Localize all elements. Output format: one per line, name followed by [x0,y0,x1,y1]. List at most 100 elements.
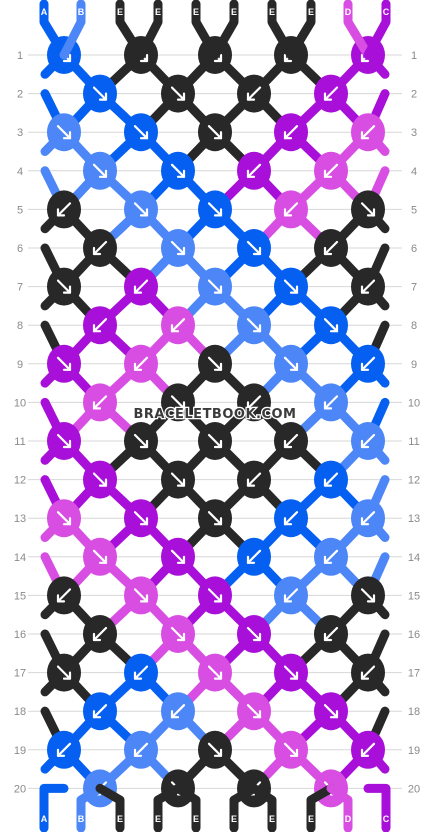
knot-grid [47,36,385,808]
arrowhead-icon [170,324,180,333]
arrowhead-icon [92,632,102,642]
arrowhead-icon [360,285,370,294]
arrow-down-right-icon [207,665,223,680]
arrow-down-left-icon [170,704,186,719]
knot [314,537,348,576]
arrowhead-icon [283,208,293,217]
knot [124,730,158,769]
knot [274,422,308,460]
knot [274,730,308,769]
string-label-top: E [155,7,161,17]
arrowhead-icon [176,555,186,564]
string-stub-top [210,0,239,60]
knot [237,306,271,345]
arrow-down-right-icon [56,511,72,526]
arrow-down-left-icon [92,704,108,719]
arrow-down-left-icon [360,742,376,757]
row-number-right: 1 [411,50,417,62]
arrow-down-right-icon [133,125,149,140]
arrow-down-right-icon [92,163,108,178]
arrowhead-icon [133,748,143,757]
arrowhead-icon [98,92,108,101]
arrowhead-icon [213,362,223,371]
knot [237,74,271,113]
arrowhead-icon [56,208,66,217]
arrow-down-right-icon [207,433,223,449]
string-stub-bottom [173,783,201,832]
arrow-down-right-icon [283,356,299,371]
arrowhead-icon [176,632,186,642]
row-number-right: 14 [408,552,420,564]
arrow-down-left-icon [92,395,108,410]
arrow-down-left-icon [56,202,72,217]
arrowhead-icon [139,517,149,526]
arrow-down-left-icon [360,665,376,680]
arrowhead-icon [213,208,223,217]
string-stub-bottom [95,783,125,832]
knot [198,422,232,460]
arrow-down-right-icon [283,742,299,757]
row-number-left: 2 [17,89,23,101]
arrow-down-right-icon [56,433,72,449]
string-stub-bottom [249,783,277,832]
knot [161,229,195,267]
arrowhead-icon [133,285,143,294]
watermark-text: BRACELETBOOK.COM [134,407,297,422]
knot [83,306,117,345]
arrow-down-left-icon [133,665,149,680]
string-stub-top [115,0,146,60]
row-number-left: 12 [14,475,26,487]
arrow-down-left-icon [323,240,339,256]
arrowhead-icon [252,246,262,256]
row-number-left: 1 [17,50,23,62]
row-number-right: 11 [408,436,419,448]
arrow-down-right-icon [207,588,223,603]
row-number-right: 15 [408,590,420,602]
arrowhead-icon [283,53,293,63]
row-number-left: 15 [14,590,26,602]
row-number-right: 6 [411,243,417,255]
arrow-down-right-icon [56,356,72,371]
string-stub-top [267,0,296,60]
arrow-down-right-icon [323,318,339,333]
arrowhead-icon [62,517,72,526]
arrowhead-icon [213,131,223,140]
knot [274,190,308,229]
knot [47,730,81,769]
arrowhead-icon [323,555,333,564]
knot [314,383,348,422]
arrowhead-icon [213,748,223,757]
knot [237,383,271,422]
row-number-left: 7 [17,282,23,294]
arrow-down-right-icon [246,704,262,719]
arrowhead-icon [366,594,376,603]
arrow-down-left-icon [323,472,339,487]
knot [47,499,81,538]
arrow-down-left-icon [360,279,376,294]
string-stub-bottom [229,783,259,832]
knot [124,576,158,615]
arrowhead-icon [213,594,223,603]
string-stub-top [286,0,316,60]
arrow-down-right-icon [360,202,376,217]
row-number-left: 10 [14,397,26,409]
arrowhead-icon [366,208,376,217]
arrow-down-right-icon [56,125,72,140]
knot [47,653,81,692]
arrow-down-right-icon [207,742,223,757]
arrowhead-icon [289,362,299,371]
arrow-down-right-icon [92,472,108,487]
arrowhead-icon [139,131,149,140]
knot [314,74,348,113]
knot [314,460,348,499]
string-label-top: E [308,7,314,17]
arrowhead-icon [139,594,149,603]
arrowhead-icon [283,594,293,603]
knot [83,537,117,576]
arrow-down-left-icon [133,279,149,294]
arrow-down-left-icon [92,626,108,642]
